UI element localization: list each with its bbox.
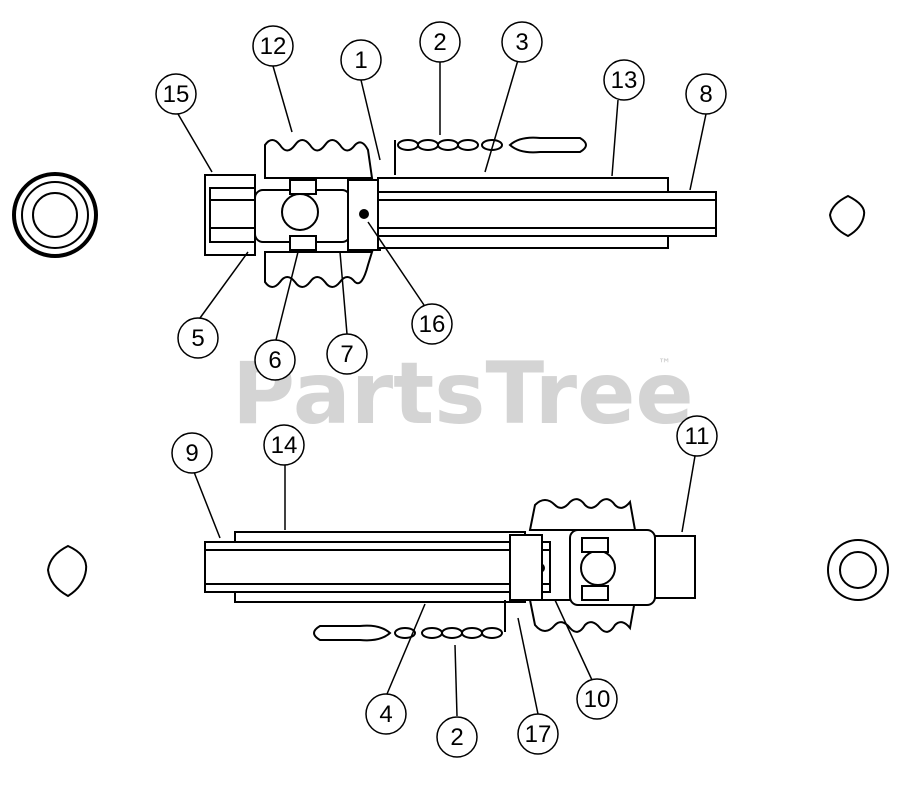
bottom-shaft-assembly: [204, 498, 696, 642]
callout-13-label: 13: [611, 67, 638, 94]
callout-6: 6: [254, 339, 296, 381]
bottom-guard-bellows-lower: [528, 599, 637, 633]
callout-5-label: 5: [191, 325, 204, 352]
top-shaft-assembly: [204, 136, 717, 288]
callout-3-label: 3: [515, 29, 528, 56]
top-safety-chain: [394, 136, 587, 175]
callout-14: 14: [263, 424, 305, 466]
callout-12: 12: [252, 25, 294, 67]
spline-end-view-left: [12, 172, 98, 258]
bottom-guard-bellows-upper: [528, 498, 637, 531]
callout-11-label: 11: [685, 423, 710, 450]
callout-11: 11: [676, 415, 718, 457]
callout-4-label: 4: [379, 701, 392, 728]
callout-14-label: 14: [271, 432, 298, 459]
callout-16-label: 16: [419, 311, 446, 338]
callout-3: 3: [501, 21, 543, 63]
top-inner-profile: [377, 191, 717, 237]
callouts: 1 2 3 13 8 12 15 5: [155, 21, 727, 758]
round-end-view-bottom-right: [827, 539, 889, 601]
watermark-trademark: ™: [658, 357, 671, 372]
callout-1: 1: [340, 39, 382, 81]
callout-2-top: 2: [419, 21, 461, 63]
callout-15-label: 15: [163, 81, 190, 108]
callout-17-label: 17: [525, 721, 552, 748]
profile-end-view-bottom-left: [46, 544, 88, 598]
callout-1-label: 1: [354, 47, 367, 74]
callout-7-label: 7: [340, 341, 353, 368]
callout-8-label: 8: [699, 81, 712, 108]
profile-end-view-top-right: [828, 194, 866, 238]
watermark: PartsTree ™: [232, 344, 694, 444]
callout-9-label: 9: [185, 440, 198, 467]
bottom-clamp-collar: [509, 534, 543, 601]
watermark-text: PartsTree: [232, 344, 694, 444]
callout-6-label: 6: [268, 347, 281, 374]
leader-lines: [177, 59, 707, 717]
callout-4: 4: [365, 693, 407, 735]
callout-12-label: 12: [260, 33, 287, 60]
callout-7: 7: [326, 333, 368, 375]
callout-2-top-label: 2: [433, 29, 446, 56]
top-guard-bellows-upper: [264, 139, 374, 179]
bottom-safety-chain: [313, 600, 506, 642]
callout-15: 15: [155, 73, 197, 115]
callout-2-bottom: 2: [436, 716, 478, 758]
callout-5: 5: [177, 317, 219, 359]
callout-2-bottom-label: 2: [450, 724, 463, 751]
callout-8: 8: [685, 73, 727, 115]
callout-10-label: 10: [584, 686, 611, 713]
callout-17: 17: [517, 713, 559, 755]
top-guard-bellows-lower: [264, 251, 374, 288]
callout-10: 10: [576, 678, 618, 720]
callout-9: 9: [171, 432, 213, 474]
callout-16: 16: [411, 303, 453, 345]
bottom-yoke-end: [654, 535, 696, 599]
callout-13: 13: [603, 59, 645, 101]
